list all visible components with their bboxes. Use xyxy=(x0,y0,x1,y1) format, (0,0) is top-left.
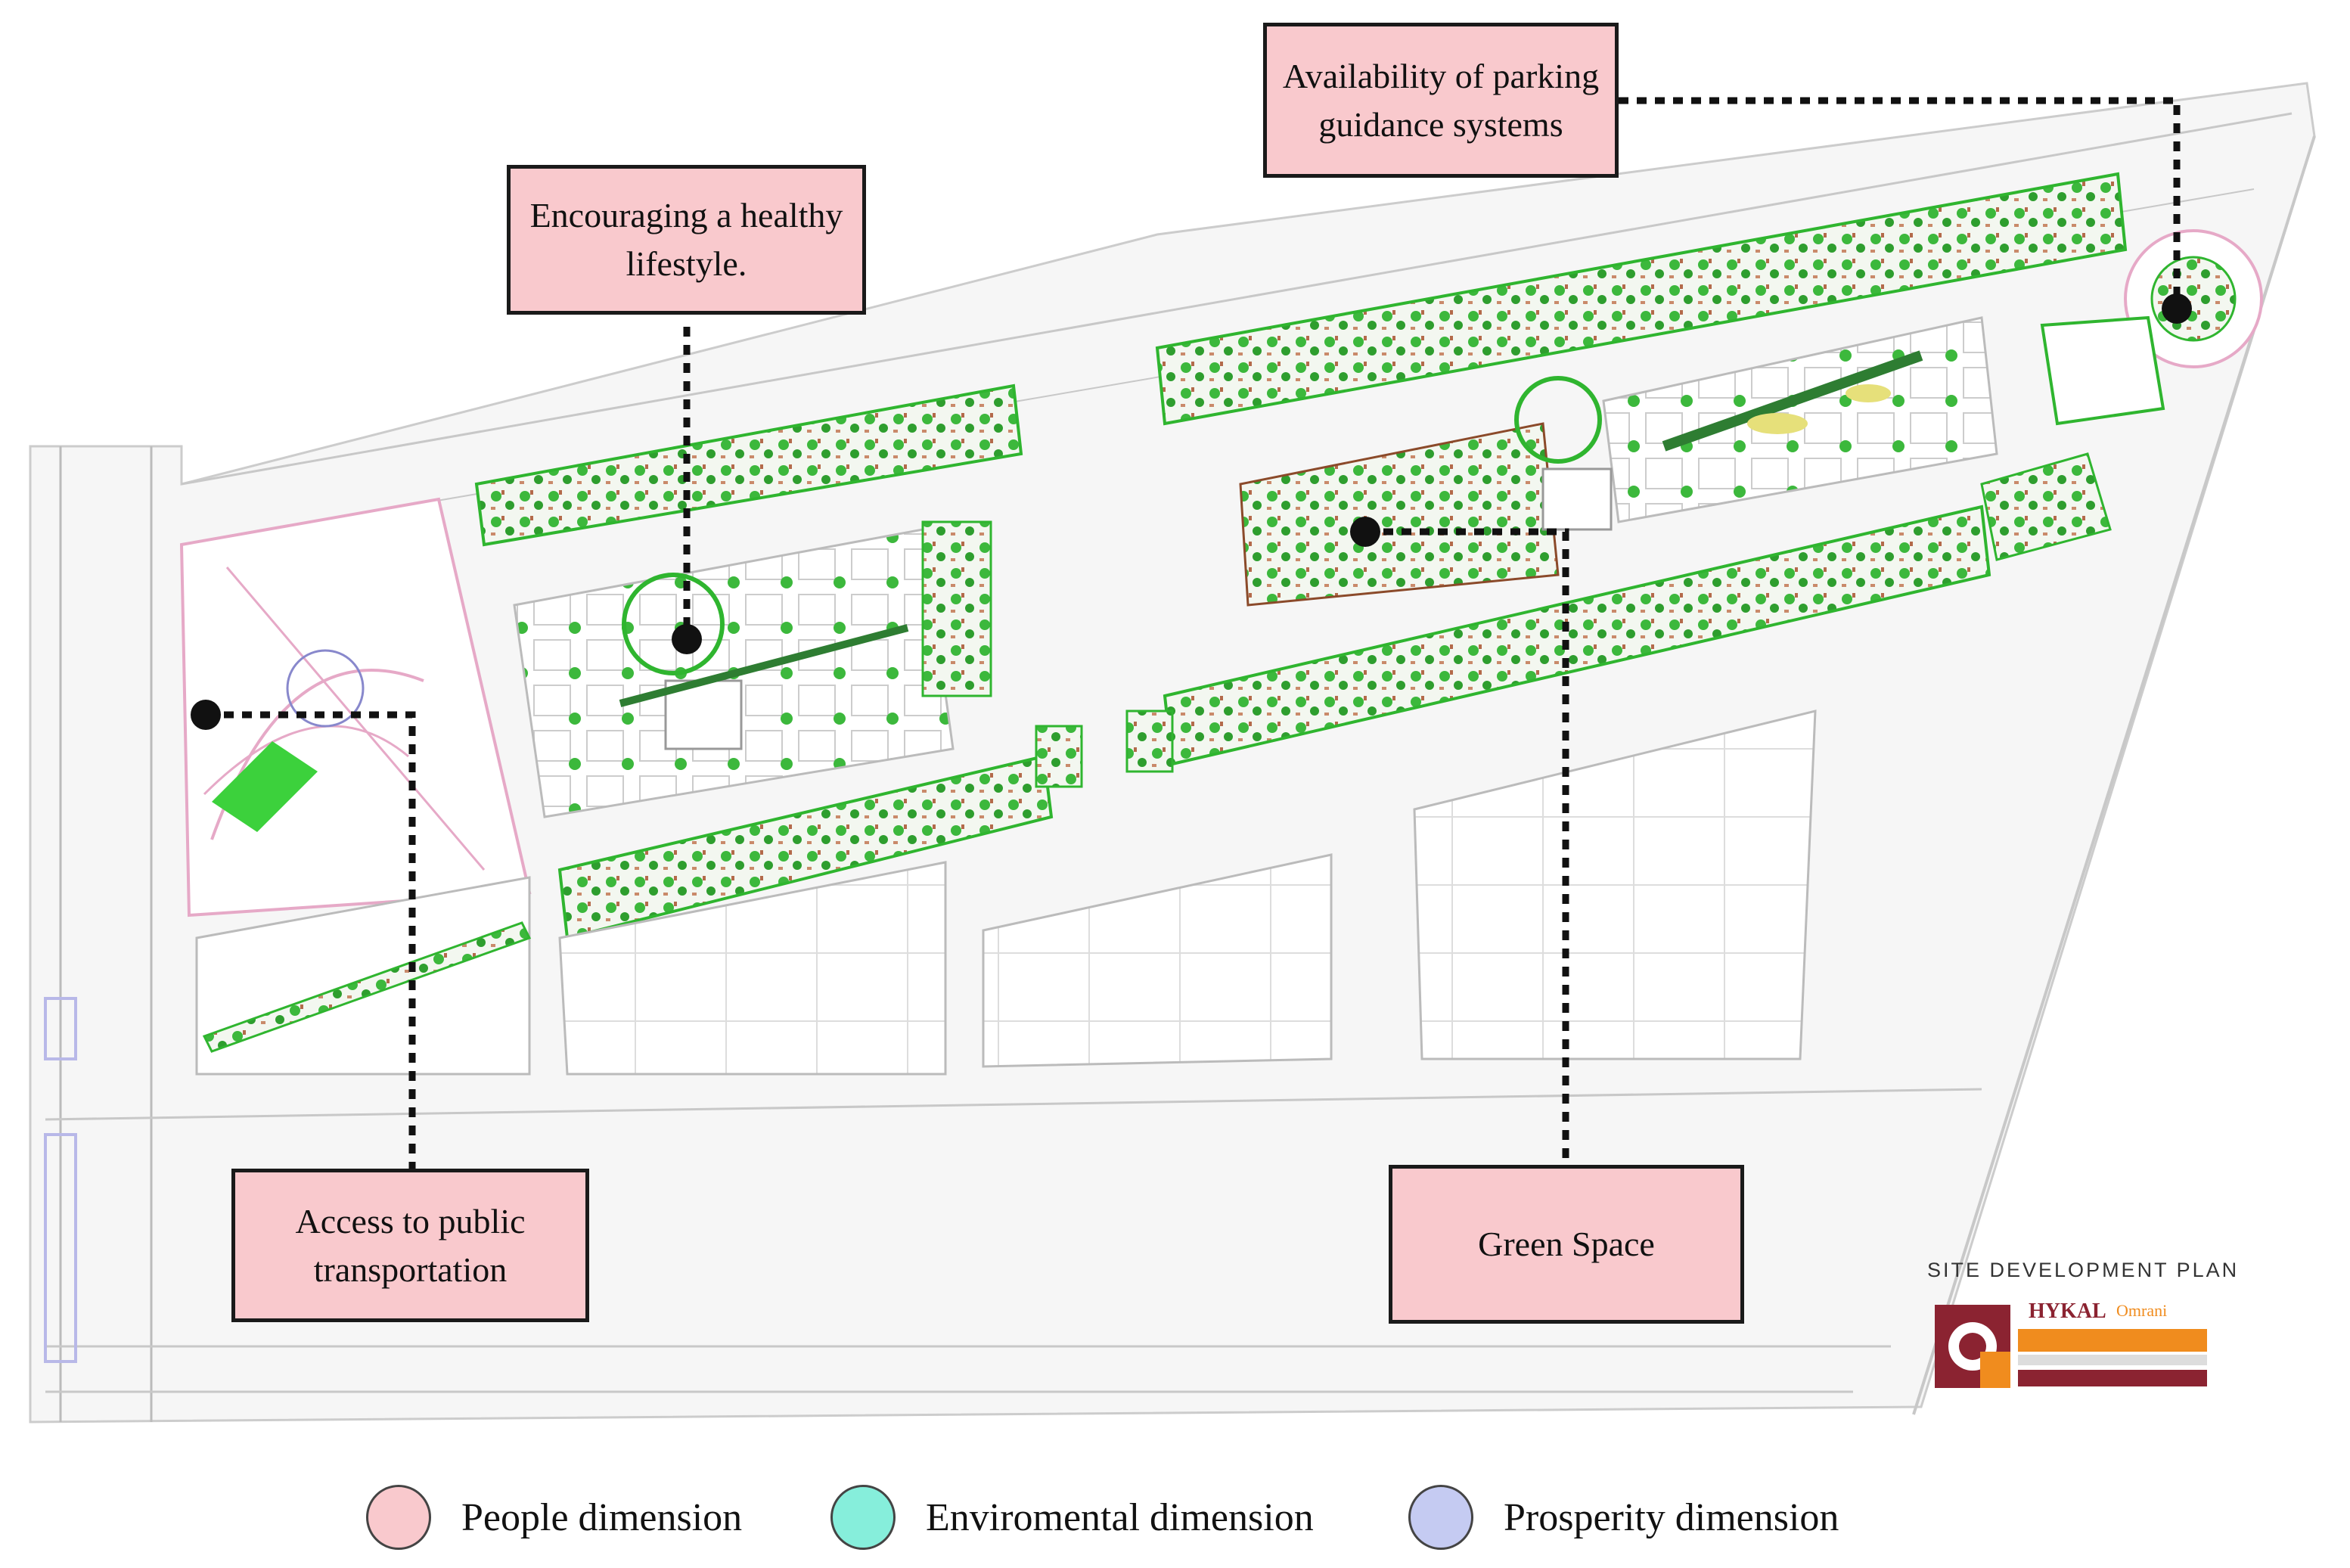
legend-swatch-people xyxy=(366,1485,431,1550)
marker-parking xyxy=(2162,293,2192,324)
marker-green xyxy=(1350,517,1380,547)
legend-people: People dimension xyxy=(366,1485,742,1550)
lower-lots xyxy=(195,709,1817,1076)
marker-transport xyxy=(191,700,221,730)
legend-prosperity: Prosperity dimension xyxy=(1408,1485,1839,1550)
legend-label-people: People dimension xyxy=(461,1495,743,1539)
leader-lines xyxy=(206,97,2181,1169)
marker-healthy xyxy=(672,624,702,654)
legend-swatch-prosperity xyxy=(1408,1485,1473,1550)
legend-label-prosperity: Prosperity dimension xyxy=(1504,1495,1839,1539)
callout-parking-guidance: Availability of parking guidance systems xyxy=(1263,23,1619,178)
callout-parking-text: Availability of parking guidance systems xyxy=(1282,56,1600,144)
housing-rows xyxy=(474,172,2128,940)
callout-healthy-lifestyle: Encouraging a healthy lifestyle. xyxy=(507,165,866,315)
callout-healthy-text: Encouraging a healthy lifestyle. xyxy=(529,196,843,283)
central-blocks xyxy=(513,316,1998,818)
logo-tagline: Omrani xyxy=(2116,1301,2168,1320)
legend-swatch-environmental xyxy=(830,1485,896,1550)
hykal-logo xyxy=(1935,1305,2207,1388)
callout-public-transportation: Access to public transportation xyxy=(231,1169,589,1322)
title-block: SITE DEVELOPMENT PLAN HYKAL Omrani xyxy=(1927,1259,2275,1401)
callout-green-space: Green Space xyxy=(1389,1165,1744,1324)
legend-environmental: Enviromental dimension xyxy=(830,1485,1314,1550)
site-plan-title: SITE DEVELOPMENT PLAN xyxy=(1927,1259,2240,1281)
callout-transport-text: Access to public transportation xyxy=(295,1201,526,1289)
logo-name: HYKAL xyxy=(2029,1299,2106,1323)
callout-green-text: Green Space xyxy=(1478,1225,1655,1263)
legend-label-environmental: Enviromental dimension xyxy=(926,1495,1314,1539)
park-area xyxy=(179,497,532,918)
marker-dots xyxy=(191,293,2192,730)
roundabout xyxy=(1980,229,2263,561)
